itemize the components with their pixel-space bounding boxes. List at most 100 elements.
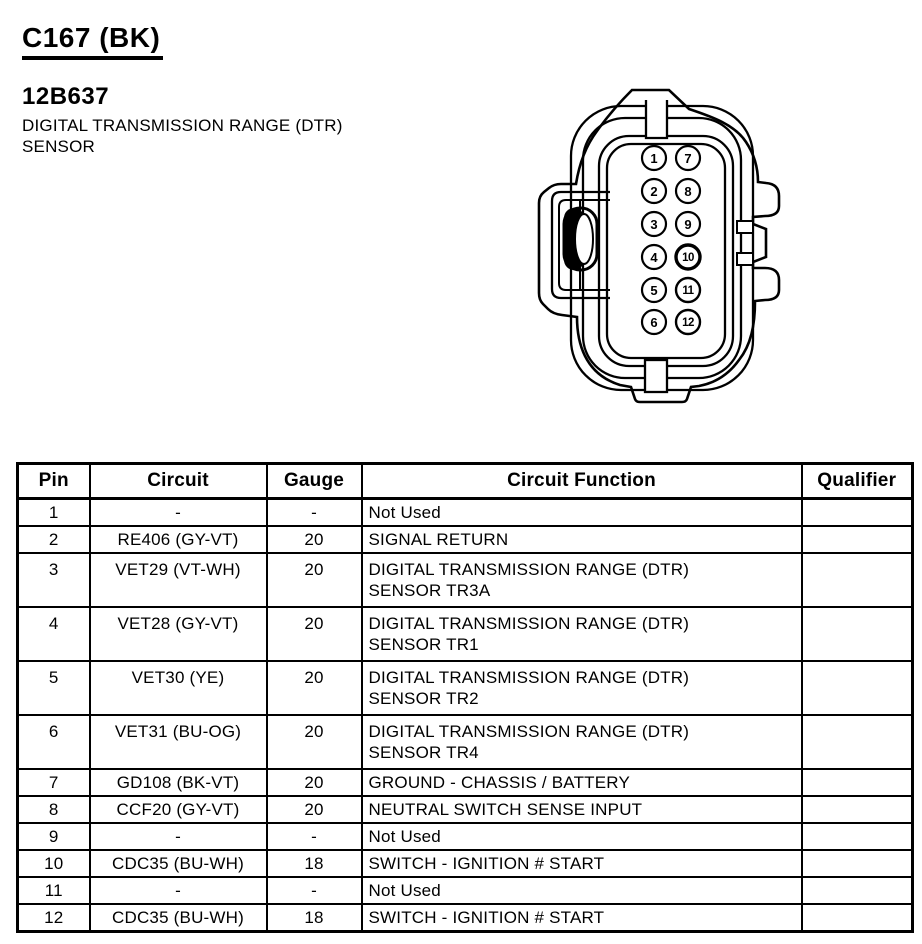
pin-3-circle [640, 210, 668, 238]
pin-4-circle [640, 243, 668, 271]
connector-outer-shell [537, 88, 781, 404]
cell-gauge: 20 [265, 660, 363, 716]
cell-pin: 11 [16, 876, 91, 905]
cell-qualifier [800, 660, 914, 716]
cell-gauge: 20 [265, 714, 363, 770]
pin-2-label: 2 [650, 184, 657, 199]
cell-function: SWITCH - IGNITION # START [360, 903, 803, 933]
pin-8-circle [674, 177, 702, 205]
table-row: 3 VET29 (VT-WH) 20 DIGITAL TRANSMISSION … [16, 552, 914, 608]
pin-12-label: 12 [682, 317, 694, 329]
pin-8-label: 8 [684, 184, 691, 199]
cell-function: DIGITAL TRANSMISSION RANGE (DTR) SENSOR … [360, 714, 803, 770]
cell-circuit: RE406 (GY-VT) [88, 525, 268, 554]
cell-function: NEUTRAL SWITCH SENSE INPUT [360, 795, 803, 824]
header-gauge: Gauge [265, 462, 363, 500]
cell-gauge: 18 [265, 903, 363, 933]
table-row: 4 VET28 (GY-VT) 20 DIGITAL TRANSMISSION … [16, 606, 914, 662]
cell-pin: 2 [16, 525, 91, 554]
cell-pin: 4 [16, 606, 91, 662]
side-latch-slot [550, 190, 610, 300]
cell-gauge: 20 [265, 525, 363, 554]
connector-id-title: C167 (BK) [22, 22, 164, 60]
pin-12-circle [674, 308, 702, 336]
cell-pin: 1 [16, 497, 91, 527]
pin-11-circle [674, 276, 702, 304]
pin-4-label: 4 [650, 250, 658, 265]
cell-qualifier [800, 714, 914, 770]
cell-gauge: 20 [265, 768, 363, 797]
cell-function: Not Used [360, 497, 803, 527]
table-header-row: Pin Circuit Gauge Circuit Function Quali… [16, 462, 914, 500]
cell-pin: 9 [16, 822, 91, 851]
pin-7-circle [674, 144, 702, 172]
cell-qualifier [800, 903, 914, 933]
cell-pin: 12 [16, 903, 91, 933]
part-number: 12B637 [22, 83, 110, 110]
cell-qualifier [800, 849, 914, 878]
cell-circuit: CDC35 (BU-WH) [88, 903, 268, 933]
cell-function: GROUND - CHASSIS / BATTERY [360, 768, 803, 797]
keyway-notch [644, 100, 669, 140]
cell-circuit: CDC35 (BU-WH) [88, 849, 268, 878]
pin-10-circle [674, 243, 702, 271]
cell-gauge: 18 [265, 849, 363, 878]
cell-pin: 5 [16, 660, 91, 716]
pin-7-label: 7 [684, 151, 691, 166]
table-row: 10 CDC35 (BU-WH) 18 SWITCH - IGNITION # … [16, 849, 914, 878]
pin-11-label: 11 [682, 285, 694, 297]
cell-pin: 10 [16, 849, 91, 878]
cell-gauge: 20 [265, 552, 363, 608]
cell-function: Not Used [360, 876, 803, 905]
cell-gauge: - [265, 822, 363, 851]
table-row: 11 - - Not Used [16, 876, 914, 905]
pin-1-circle [640, 144, 668, 172]
cell-circuit: - [88, 497, 268, 527]
cell-circuit: VET29 (VT-WH) [88, 552, 268, 608]
cell-pin: 8 [16, 795, 91, 824]
right-latch-notches [736, 220, 754, 266]
cell-qualifier [800, 497, 914, 527]
cell-pin: 3 [16, 552, 91, 608]
table-row: 1 - - Not Used [16, 497, 914, 527]
pinout-table: Pin Circuit Gauge Circuit Function Quali… [16, 462, 914, 933]
connector-description: DIGITAL TRANSMISSION RANGE (DTR) SENSOR [22, 116, 343, 156]
cell-qualifier [800, 525, 914, 554]
header-qualifier: Qualifier [800, 462, 914, 500]
cell-gauge: 20 [265, 606, 363, 662]
pin-5-circle [640, 276, 668, 304]
table-row: 8 CCF20 (GY-VT) 20 NEUTRAL SWITCH SENSE … [16, 795, 914, 824]
pin-9-circle [674, 210, 702, 238]
cell-gauge: - [265, 497, 363, 527]
table-row: 2 RE406 (GY-VT) 20 SIGNAL RETURN [16, 525, 914, 554]
pin-9-label: 9 [684, 217, 691, 232]
cell-pin: 7 [16, 768, 91, 797]
cell-qualifier [800, 795, 914, 824]
cell-function: Not Used [360, 822, 803, 851]
pin-6-circle [640, 308, 668, 336]
pin-3-label: 3 [650, 217, 657, 232]
cell-function: DIGITAL TRANSMISSION RANGE (DTR) SENSOR … [360, 660, 803, 716]
cell-function: DIGITAL TRANSMISSION RANGE (DTR) SENSOR … [360, 606, 803, 662]
table-row: 6 VET31 (BU-OG) 20 DIGITAL TRANSMISSION … [16, 714, 914, 770]
pin-cavities: 1 2 3 4 5 6 7 8 9 10 11 12 [640, 144, 702, 336]
pin-6-label: 6 [650, 315, 657, 330]
cell-qualifier [800, 552, 914, 608]
cell-gauge: 20 [265, 795, 363, 824]
cell-circuit: - [88, 876, 268, 905]
cell-function: SIGNAL RETURN [360, 525, 803, 554]
bottom-slot [643, 358, 669, 394]
connector-face-diagram: 1 2 3 4 5 6 7 8 9 10 11 12 [535, 78, 793, 410]
table-row: 5 VET30 (YE) 20 DIGITAL TRANSMISSION RAN… [16, 660, 914, 716]
cell-pin: 6 [16, 714, 91, 770]
header-function: Circuit Function [360, 462, 803, 500]
cell-function: DIGITAL TRANSMISSION RANGE (DTR) SENSOR … [360, 552, 803, 608]
cell-qualifier [800, 876, 914, 905]
cell-circuit: - [88, 822, 268, 851]
cell-circuit: VET30 (YE) [88, 660, 268, 716]
pin-1-label: 1 [650, 151, 657, 166]
table-row: 7 GD108 (BK-VT) 20 GROUND - CHASSIS / BA… [16, 768, 914, 797]
cell-circuit: CCF20 (GY-VT) [88, 795, 268, 824]
pin-5-label: 5 [650, 283, 657, 298]
table-row: 12 CDC35 (BU-WH) 18 SWITCH - IGNITION # … [16, 903, 914, 933]
